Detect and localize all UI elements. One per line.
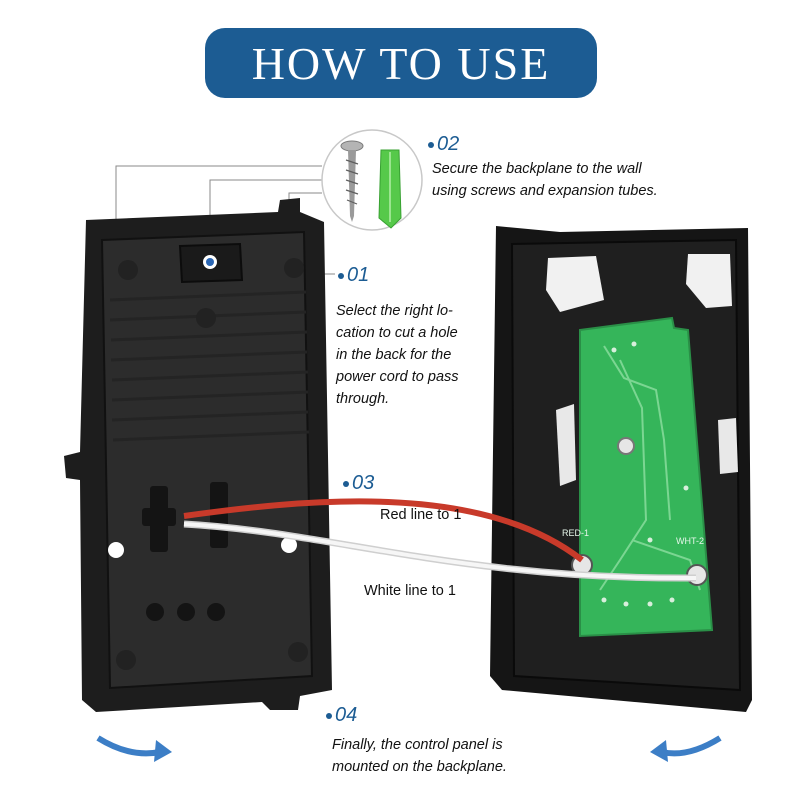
backplane: [64, 198, 332, 712]
arrow-left-icon: [650, 735, 722, 762]
circuit-board: RED-1 WHT-2: [562, 316, 714, 638]
step-01-number: 01: [338, 264, 369, 287]
red-terminal-marking: RED-1: [562, 528, 589, 538]
step-dot-icon: [326, 712, 332, 719]
wires: [183, 498, 697, 582]
red-wire-label: Red line to 1: [380, 507, 462, 523]
step-04-number: 04: [326, 704, 357, 727]
step-02-description: Secure the backplane to the wall using s…: [432, 161, 658, 199]
step-dot-icon: [338, 272, 344, 279]
red-wire: [183, 498, 584, 563]
page-title: HOW TO USE: [251, 37, 551, 89]
step-02-number: 02: [428, 133, 459, 156]
control-panel: RED-1 WHT-2: [490, 226, 752, 712]
step-dot-icon: [428, 141, 434, 148]
step-04-description: Finally, the control panel is mounted on…: [332, 737, 507, 775]
step-03-number: 03: [343, 472, 374, 495]
expansion-tube-icon: [378, 149, 402, 229]
screw-icon: [340, 140, 364, 222]
step-dot-icon: [343, 480, 349, 487]
white-terminal-marking: WHT-2: [676, 536, 704, 546]
hardware-icon-group: [321, 129, 423, 231]
white-wire-label: White line to 1: [364, 583, 456, 599]
arrow-right-icon: [96, 735, 172, 762]
step-01-description: Select the right lo- cation to cut a hol…: [336, 303, 459, 407]
how-to-use-banner: HOW TO USE: [205, 28, 597, 98]
